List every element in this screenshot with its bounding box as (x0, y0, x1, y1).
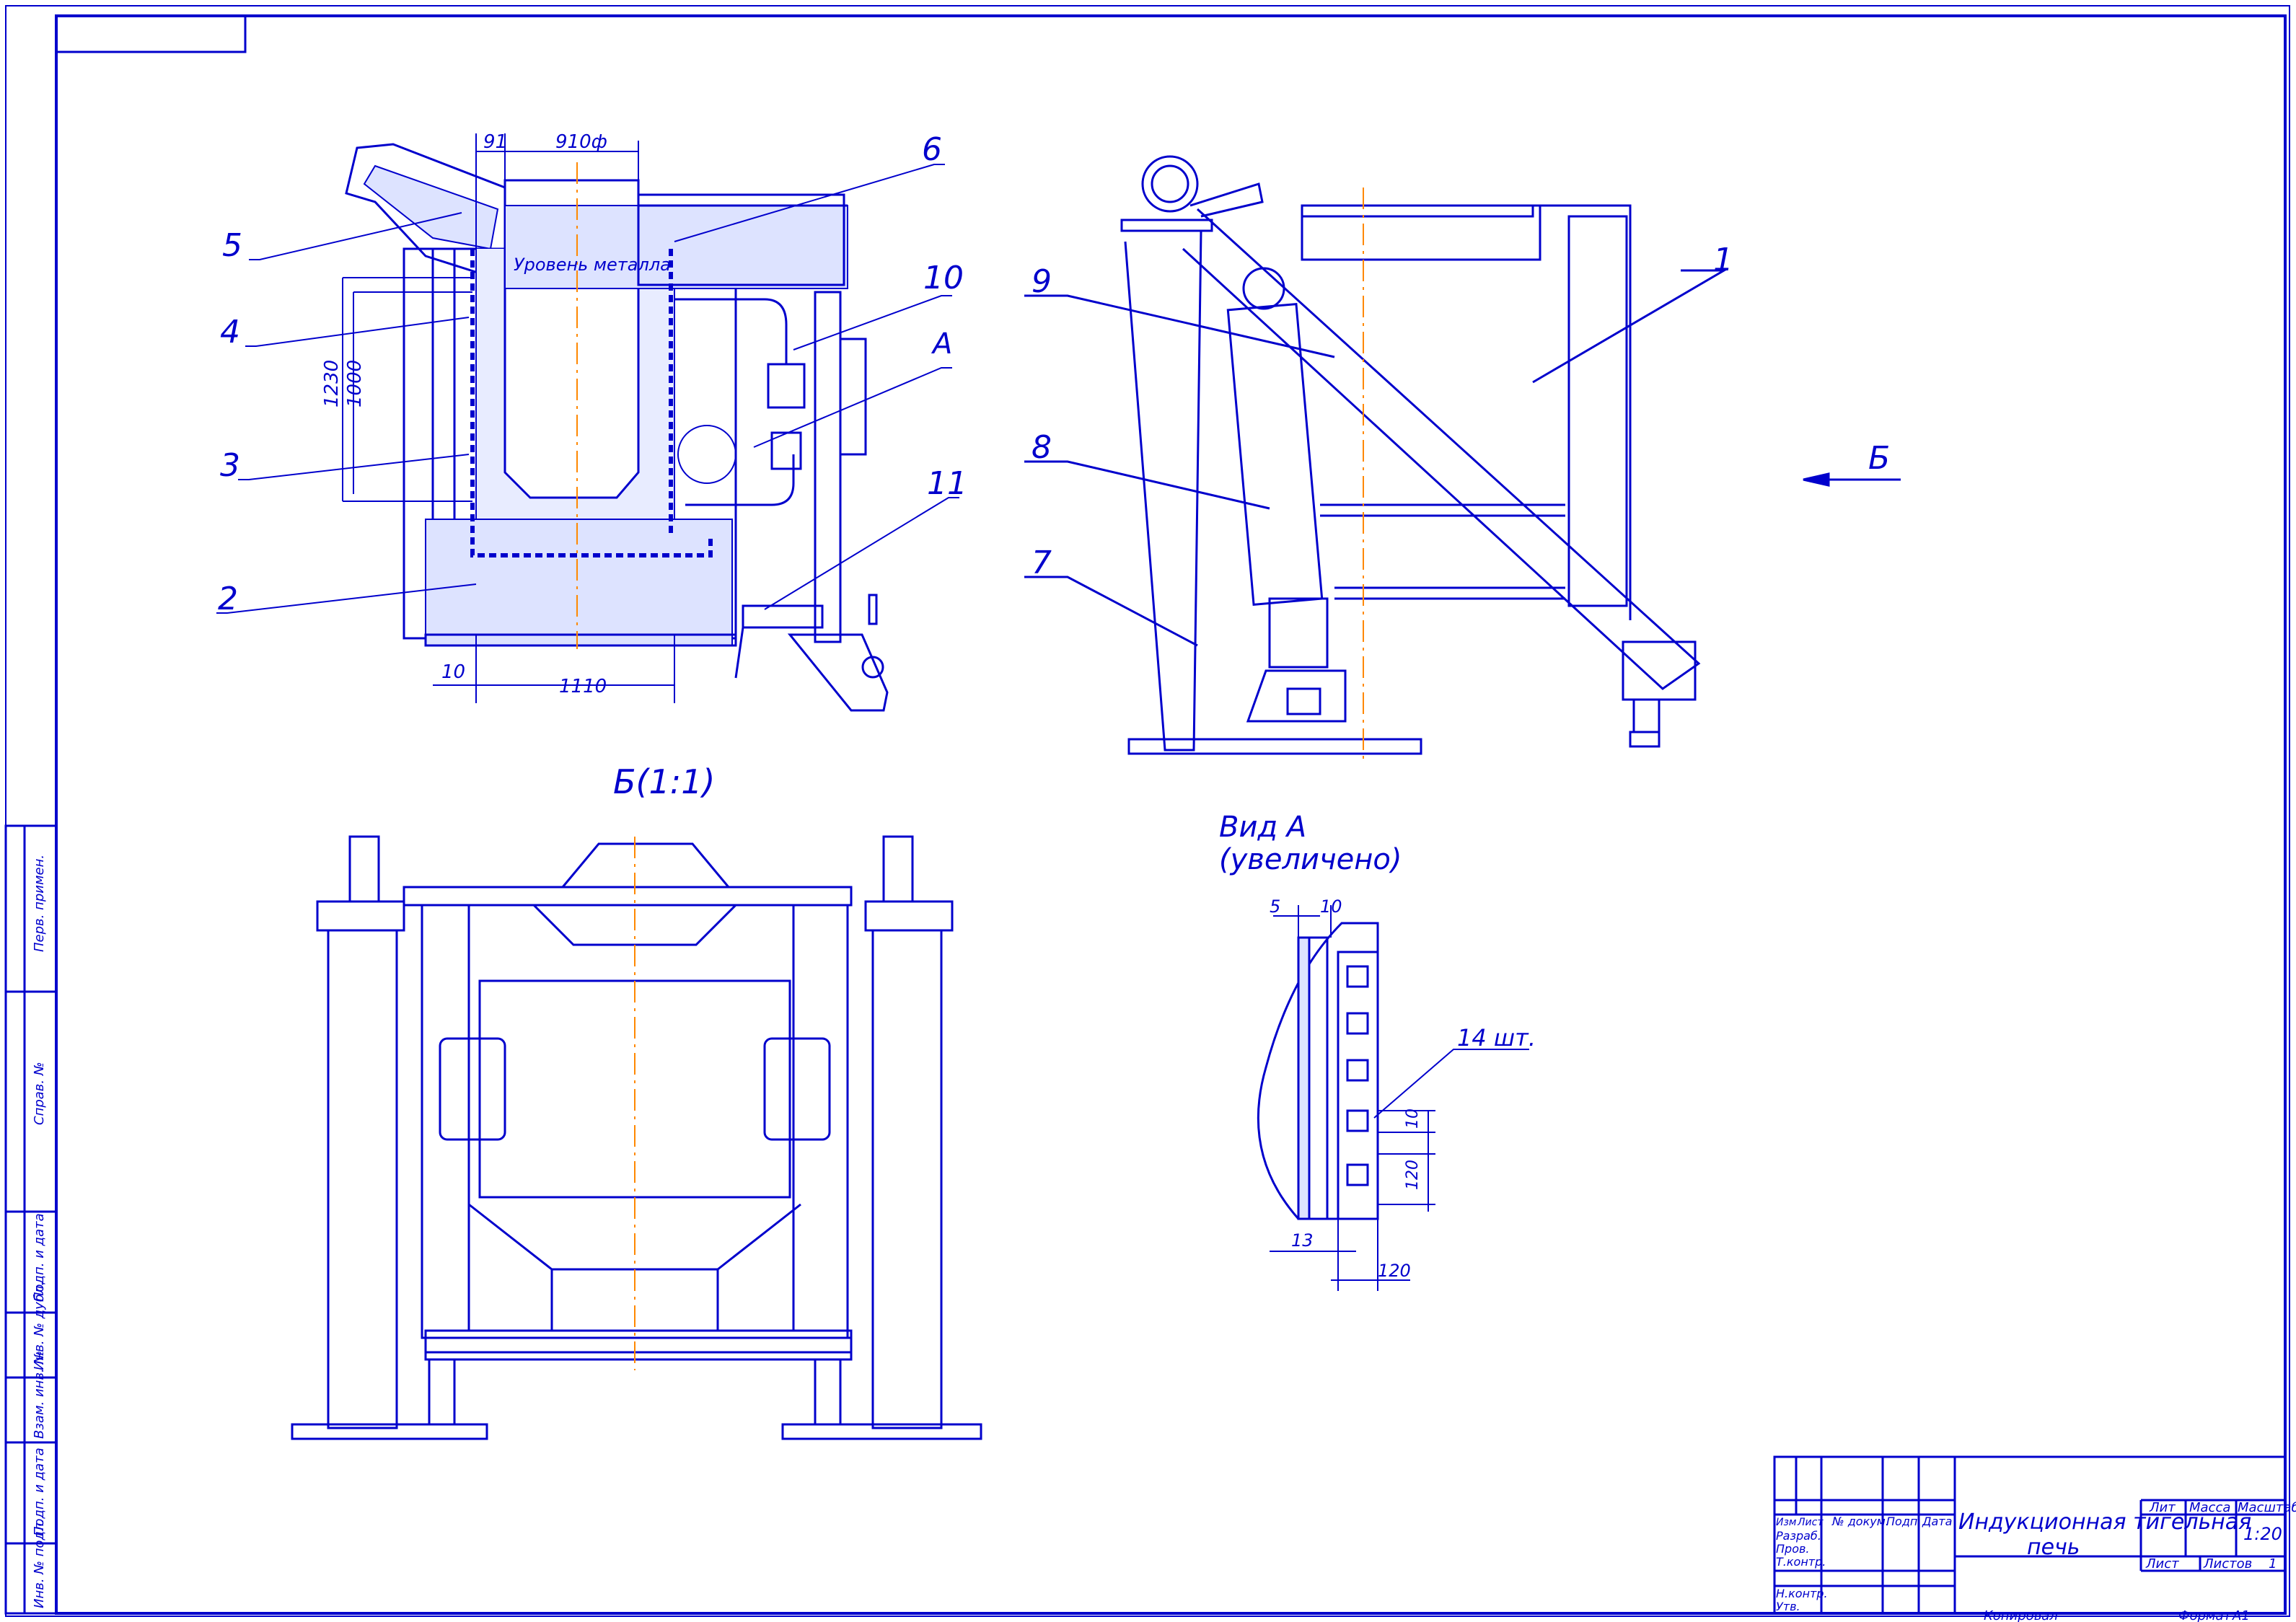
callout-2: 2 (218, 581, 238, 617)
view-a-title: Вид А (1219, 811, 1306, 844)
callout-9: 9 (1032, 263, 1052, 300)
view-a-dim-120b: 120 (1378, 1261, 1411, 1281)
title-sheets-count: 1 (2269, 1556, 2277, 1572)
title-name-line2: печь (2027, 1535, 2080, 1560)
view-a-dim-10: 10 (1320, 896, 1342, 917)
title-utv: Утв. (1776, 1600, 1800, 1613)
title-sheet: Лист (2145, 1556, 2179, 1572)
view-a-dim-120a: 120 (1404, 1160, 1422, 1190)
title-h-lit: Лит (2149, 1500, 2176, 1515)
title-copied: Копировал (1984, 1608, 2058, 1622)
callout-7: 7 (1032, 545, 1052, 581)
callout-6: 6 (922, 131, 942, 168)
title-izm: Изм (1776, 1517, 1797, 1528)
callout-8: 8 (1032, 429, 1052, 466)
view-a-subtitle: (увеличено) (1219, 843, 1402, 876)
view-b-title: Б(1:1) (613, 762, 715, 801)
view-a (1257, 905, 1529, 1291)
count-label: 14 шт. (1457, 1024, 1536, 1052)
callout-b: Б (1868, 440, 1890, 477)
view-a-dim-13: 13 (1291, 1230, 1314, 1251)
callout-a: А (931, 327, 952, 361)
callout-4: 4 (220, 314, 240, 351)
title-razrab: Разраб. (1776, 1529, 1821, 1543)
dim-1000: 1000 (344, 360, 366, 407)
title-list: Лист (1797, 1517, 1824, 1528)
title-ndoc: № докум. (1831, 1515, 1889, 1528)
view-a-dim-5: 5 (1270, 896, 1280, 917)
section-dimensions (216, 133, 959, 703)
dim-91: 91 (483, 131, 507, 153)
title-tkontr: Т.контр. (1776, 1555, 1826, 1569)
callout-11: 11 (927, 465, 967, 502)
side-stamp (4, 824, 58, 1615)
side-stamp-5: Взам. инв. № (32, 1351, 47, 1439)
title-nkontr: Н.контр. (1776, 1587, 1828, 1600)
callout-1: 1 (1713, 242, 1733, 278)
title-sheets: Листов (2203, 1556, 2252, 1572)
callout-10: 10 (923, 260, 964, 296)
title-h-scale: Масштаб (2238, 1500, 2296, 1515)
dim-1110: 1110 (559, 676, 607, 697)
side-stamp-7: Инв. № подл. (32, 1519, 47, 1608)
view-b (291, 835, 982, 1440)
top-stamp-box (55, 14, 247, 53)
title-data: Дата (1922, 1515, 1952, 1528)
drawing-frame (55, 14, 2287, 1615)
side-stamp-3: Подп. и дата (32, 1213, 47, 1302)
title-h-mass: Масса (2189, 1500, 2230, 1515)
title-prov: Пров. (1776, 1542, 1810, 1556)
dim-10: 10 (441, 661, 465, 683)
callout-5: 5 (222, 227, 242, 264)
view-a-dim-10b: 10 (1404, 1108, 1422, 1129)
dim-1230: 1230 (321, 360, 343, 407)
side-view (1024, 155, 1901, 764)
title-format: Формат (2178, 1608, 2232, 1622)
title-podp: Подп. (1886, 1515, 1921, 1528)
section-view (345, 143, 889, 712)
title-name-line1: Индукционная тигельная (1958, 1509, 2251, 1535)
side-stamp-4: Инв. № дубл. (32, 1282, 47, 1370)
side-stamp-1: Перв. примен. (32, 855, 47, 952)
callout-3: 3 (220, 447, 240, 484)
side-stamp-6: Подп. и дата (32, 1447, 47, 1536)
dim-910: 910ф (555, 131, 607, 153)
metal-level-label: Уровень металла (514, 255, 671, 275)
title-scale: 1:20 (2243, 1524, 2282, 1544)
side-stamp-2: Справ. № (32, 1062, 47, 1125)
outer-border (5, 5, 2290, 1617)
title-format-val: А1 (2232, 1608, 2250, 1622)
title-block (1773, 1455, 2287, 1615)
